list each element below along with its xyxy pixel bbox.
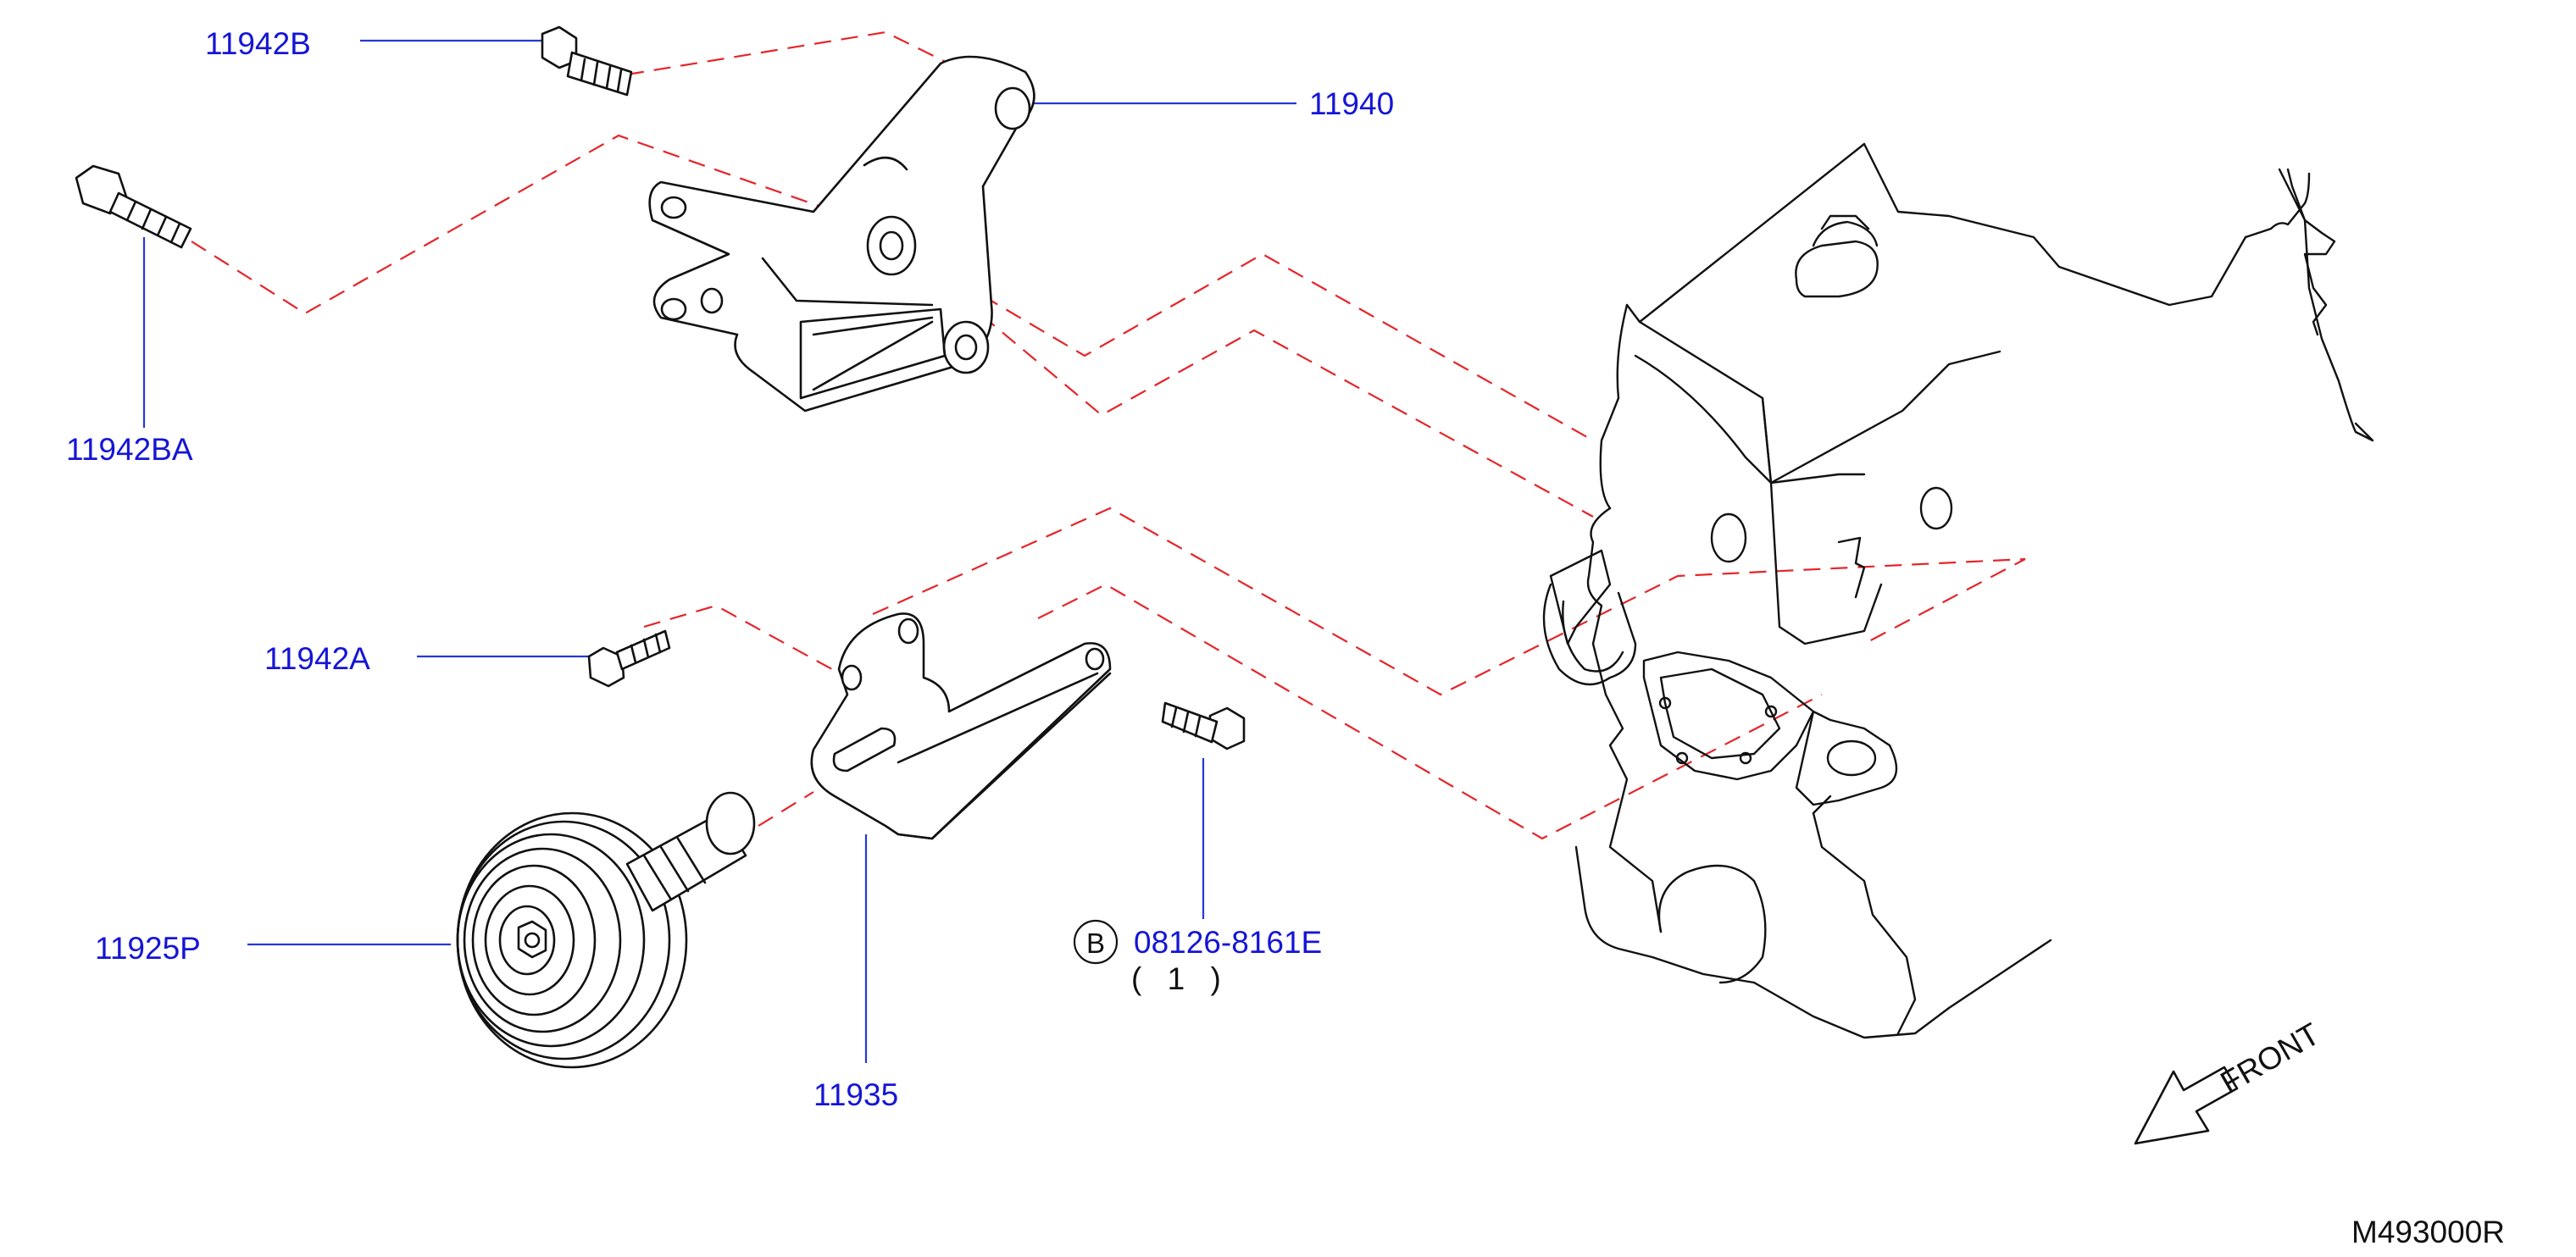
front-arrow-icon — [2134, 1066, 2239, 1145]
dashed-line-bolt-08126 — [1037, 583, 1823, 840]
dashed-line-bolt-11942a — [643, 604, 848, 678]
part-label-11940[interactable]: 11940 — [1309, 86, 1394, 121]
dashed-line-bracket-11935 — [872, 507, 2026, 696]
bracket-11935-drawing — [810, 612, 1112, 840]
dashed-line-bracket-lower — [897, 245, 1594, 518]
bolt-11942a-drawing — [587, 629, 671, 688]
pulley-11925p-drawing — [456, 791, 756, 1069]
dashed-line-pulley — [758, 791, 814, 827]
dashed-line-bolt-11942b — [626, 30, 958, 76]
part-label-11935[interactable]: 11935 — [813, 1077, 898, 1112]
part-badge-letter: B — [1086, 928, 1105, 959]
part-label-11925p[interactable]: 11925P — [95, 931, 201, 966]
assembly-dashed-lines — [191, 30, 2026, 840]
part-callout-08126[interactable]: B 08126-8161E ( 1 ) — [1073, 919, 1322, 996]
part-quantity: ( 1 ) — [1131, 961, 1230, 996]
part-label-11942b[interactable]: 11942B — [205, 26, 311, 61]
diagram-code: M493000R — [2351, 1215, 2505, 1249]
badge-circle-icon — [1073, 919, 1119, 965]
part-label-11942ba[interactable]: 11942BA — [66, 432, 193, 467]
leader-lines — [142, 39, 1296, 1063]
part-label-11942a[interactable]: 11942A — [264, 641, 370, 676]
bolt-11942ba-drawing — [75, 164, 192, 249]
engine-block-drawing — [1542, 142, 2374, 1039]
bracket-11940-drawing — [648, 55, 1035, 413]
bolt-11942b-drawing — [541, 25, 633, 97]
front-direction-label: FRONT — [2215, 1016, 2326, 1100]
part-label-08126[interactable]: 08126-8161E — [1134, 925, 1322, 960]
bolt-08126-drawing — [1161, 701, 1246, 750]
